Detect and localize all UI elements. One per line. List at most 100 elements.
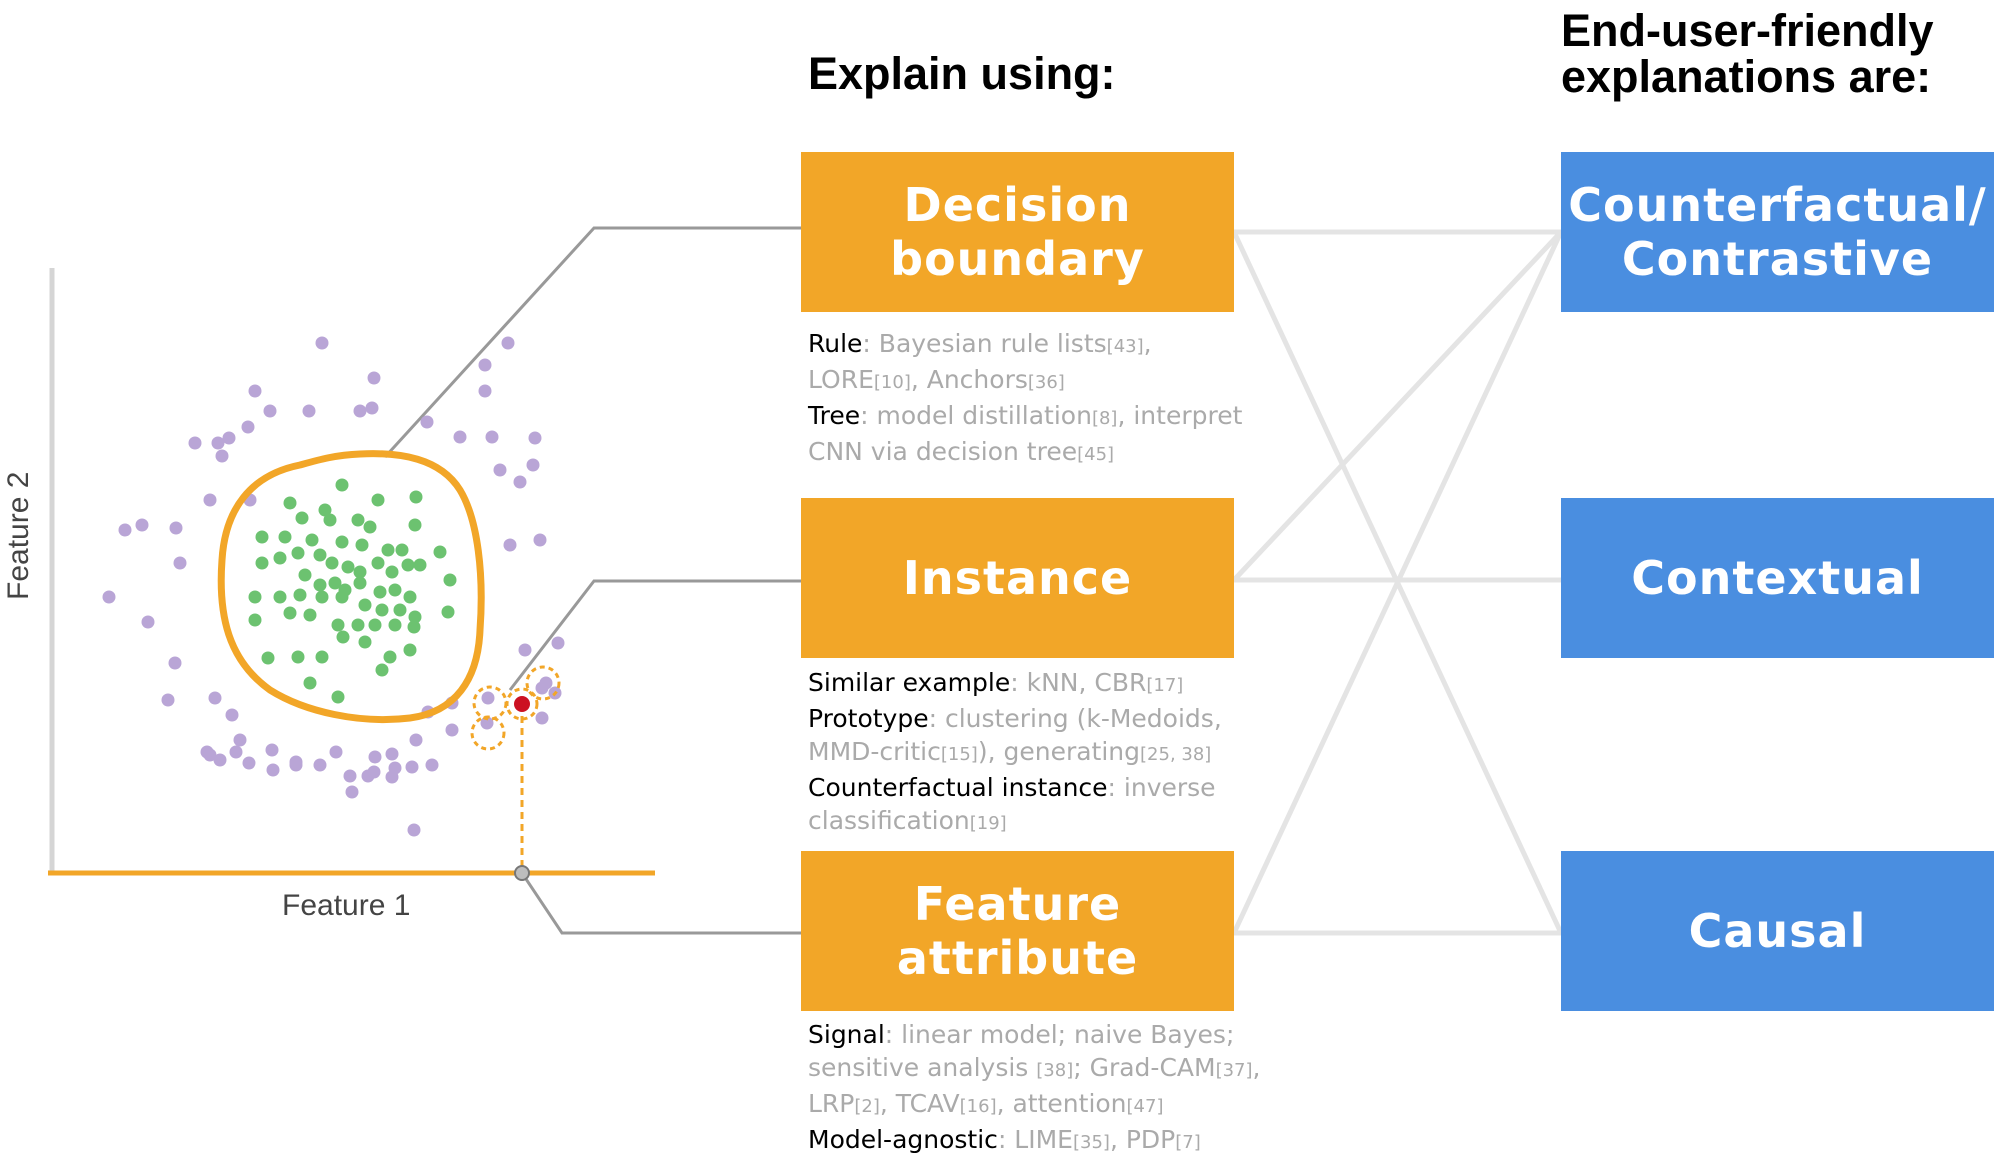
outer-data-point bbox=[503, 538, 517, 552]
inner-data-point bbox=[291, 546, 305, 560]
citation: [45] bbox=[1077, 444, 1115, 465]
outer-data-point bbox=[407, 823, 421, 837]
feature-value-marker bbox=[514, 865, 530, 881]
method-category: Signal bbox=[808, 1020, 885, 1049]
inner-data-point bbox=[335, 535, 349, 549]
instance-method-line: MMD-critic[15]), generating[25, 38] bbox=[808, 735, 1288, 771]
outer-data-point bbox=[405, 760, 419, 774]
feature-attribute-method-line: Signal: linear model; naive Bayes; bbox=[808, 1018, 1288, 1051]
inner-data-point bbox=[358, 635, 372, 649]
outer-data-point bbox=[266, 763, 280, 777]
inner-data-point bbox=[403, 643, 417, 657]
inner-data-point bbox=[341, 560, 355, 574]
outer-data-point bbox=[248, 384, 262, 398]
inner-data-point bbox=[328, 576, 342, 590]
feature-attribute-box-line1: Feature bbox=[913, 877, 1122, 931]
outer-data-point bbox=[118, 523, 132, 537]
end-user-header-line2: explanations are: bbox=[1561, 51, 1932, 102]
outer-data-point bbox=[222, 431, 236, 445]
causal-box: Causal bbox=[1561, 851, 1994, 1011]
inner-data-point bbox=[331, 690, 345, 704]
inner-data-point bbox=[261, 651, 275, 665]
method-text: ), generating bbox=[977, 737, 1141, 766]
inner-data-point bbox=[315, 650, 329, 664]
outer-data-point bbox=[526, 458, 540, 472]
outer-data-point bbox=[225, 708, 239, 722]
citation: [38] bbox=[1036, 1060, 1074, 1081]
outer-data-point bbox=[203, 493, 217, 507]
outer-data-point bbox=[385, 770, 399, 784]
method-category: Similar example bbox=[808, 668, 1011, 697]
method-text: : inverse bbox=[1107, 773, 1216, 802]
outer-data-point bbox=[265, 743, 279, 757]
y-axis-label: Feature 2 bbox=[2, 471, 35, 600]
method-text: : LIME bbox=[997, 1125, 1073, 1154]
outer-data-point bbox=[551, 636, 565, 650]
outer-data-point bbox=[263, 404, 277, 418]
citation: [8] bbox=[1091, 408, 1118, 429]
outer-data-point bbox=[535, 711, 549, 725]
inner-data-point bbox=[335, 478, 349, 492]
inner-data-point bbox=[371, 493, 385, 507]
outer-data-point bbox=[302, 404, 316, 418]
citation: [2] bbox=[854, 1096, 880, 1117]
outer-data-point bbox=[501, 336, 515, 350]
connector-line bbox=[1232, 230, 1563, 582]
citation: [37] bbox=[1215, 1060, 1253, 1081]
outer-data-point bbox=[478, 384, 492, 398]
query-data-point bbox=[514, 696, 530, 712]
inner-data-point bbox=[313, 548, 327, 562]
inner-data-point bbox=[351, 513, 365, 527]
end-user-header-line1: End-user-friendly bbox=[1561, 5, 1934, 56]
inner-data-point bbox=[433, 545, 447, 559]
inner-data-point bbox=[375, 603, 389, 617]
outer-data-point bbox=[513, 475, 527, 489]
inner-data-point bbox=[293, 588, 307, 602]
instance-method-line: Similar example: kNN, CBR[17] bbox=[808, 666, 1288, 702]
method-text: , bbox=[1252, 1053, 1261, 1082]
inner-data-point bbox=[383, 650, 397, 664]
inner-data-point bbox=[278, 530, 292, 544]
outer-data-point bbox=[367, 371, 381, 385]
inner-data-point bbox=[353, 576, 367, 590]
inner-data-point bbox=[408, 518, 422, 532]
instance-method-line: Counterfactual instance: inverse bbox=[808, 771, 1288, 804]
method-category: Rule bbox=[808, 329, 863, 358]
outer-data-point bbox=[481, 691, 495, 705]
inner-data-point bbox=[358, 598, 372, 612]
outer-data-point bbox=[242, 756, 256, 770]
citation: [16] bbox=[959, 1096, 997, 1117]
citation: [10] bbox=[873, 372, 911, 393]
feature-attribute-methods: Signal: linear model; naive Bayes;sensit… bbox=[808, 1018, 1288, 1159]
citation: [15] bbox=[940, 744, 978, 765]
method-text: : kNN, CBR bbox=[1010, 668, 1147, 697]
outer-data-point bbox=[485, 430, 499, 444]
inner-data-point bbox=[388, 618, 402, 632]
query-highlight-circle bbox=[505, 687, 539, 721]
instance-leader bbox=[508, 579, 801, 691]
outer-data-point bbox=[229, 745, 243, 759]
outer-data-point bbox=[289, 755, 303, 769]
citation: [36] bbox=[1027, 372, 1065, 393]
decision-boundary-method-line: Tree: model distillation[8], interpret bbox=[808, 399, 1288, 435]
method-text: , bbox=[1143, 329, 1152, 358]
counterfactual-box-line1: Counterfactual/ bbox=[1568, 178, 1987, 232]
outer-data-point bbox=[535, 681, 549, 695]
inner-data-point bbox=[255, 530, 269, 544]
decision-boundary-box: Decision boundary bbox=[801, 152, 1234, 312]
leader-lines bbox=[383, 226, 801, 935]
outer-data-point bbox=[480, 716, 494, 730]
end-user-header: End-user-friendly explanations are: bbox=[1561, 8, 1934, 100]
outer-data-point bbox=[528, 431, 542, 445]
inner-data-point bbox=[355, 538, 369, 552]
outer-data-point bbox=[518, 643, 532, 657]
inner-data-point bbox=[385, 565, 399, 579]
instance-methods: Similar example: kNN, CBR[17]Prototype: … bbox=[808, 666, 1288, 840]
neighbor-highlight-circle bbox=[470, 715, 506, 751]
outer-data-point bbox=[367, 765, 381, 779]
outer-data-point bbox=[241, 420, 255, 434]
outer-data-point bbox=[425, 758, 439, 772]
inner-data-point bbox=[443, 573, 457, 587]
method-text: , TCAV bbox=[879, 1089, 960, 1118]
